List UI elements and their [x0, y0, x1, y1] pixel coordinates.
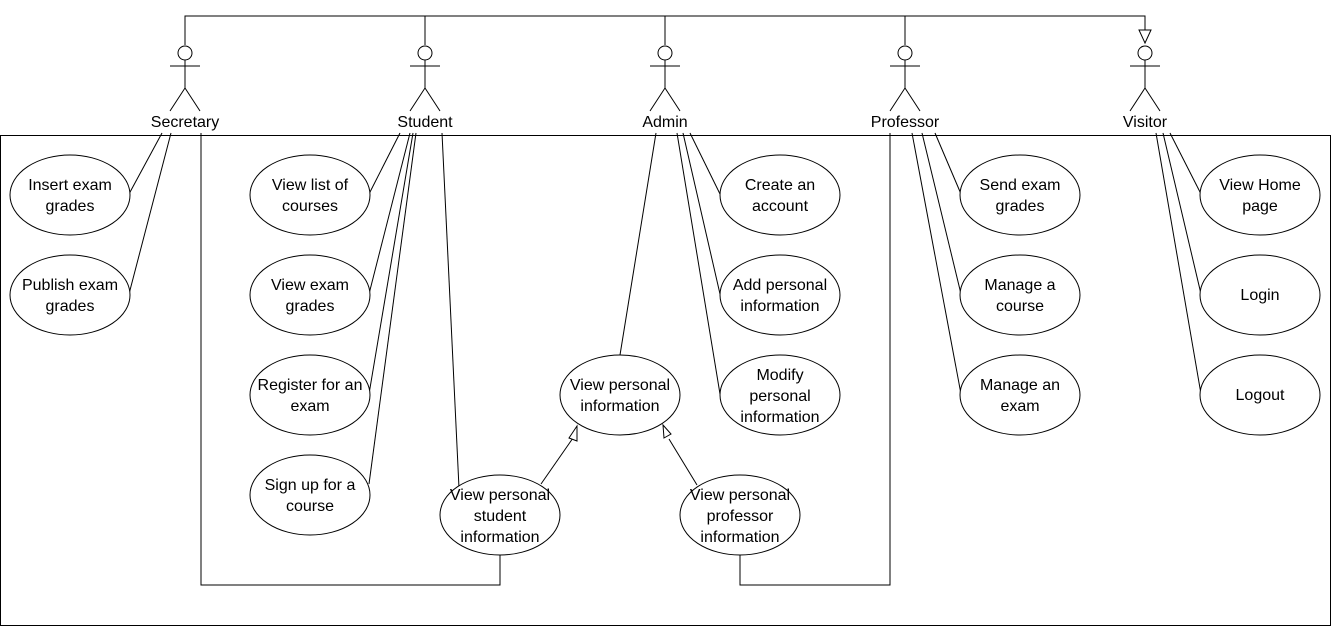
use-case-label: Manage an: [980, 377, 1060, 394]
use-case-label: grades: [46, 298, 95, 315]
use-case-label: View list of: [272, 177, 349, 194]
use-case-manage-an-exam[interactable]: Manage an exam: [959, 354, 1081, 436]
use-case-publish-exam-grades[interactable]: Publish exam grades: [9, 254, 131, 336]
use-case-label: grades: [996, 198, 1045, 215]
association-lines: [128, 132, 1202, 586]
use-case-view-personal-information[interactable]: View personal information: [559, 354, 681, 436]
actor-visitor[interactable]: Visitor: [1123, 45, 1168, 131]
use-case-label: View exam: [271, 277, 349, 294]
use-case-insert-exam-grades[interactable]: Insert exam grades: [9, 154, 131, 236]
use-case-label: Send exam: [980, 177, 1061, 194]
use-case-label: student: [474, 508, 527, 525]
use-case-label: Insert exam: [28, 177, 112, 194]
actor-student[interactable]: Student: [397, 45, 453, 131]
use-case-label: Sign up for a: [265, 477, 356, 494]
use-case-label: View Home: [1219, 177, 1301, 194]
use-case-sign-up-for-a-course[interactable]: Sign up for a course: [249, 454, 371, 536]
stick-figure-icon: [409, 45, 441, 112]
use-case-label: course: [996, 298, 1044, 315]
use-case-label: exam: [290, 398, 329, 415]
use-case-create-an-account[interactable]: Create an account: [719, 154, 841, 236]
use-case-view-exam-grades[interactable]: View exam grades: [249, 254, 371, 336]
use-case-label: Register for an: [258, 377, 363, 394]
actor-label: Professor: [871, 114, 940, 131]
use-case-add-personal-information[interactable]: Add personal information: [719, 254, 841, 336]
visitor-generalization: [184, 15, 1152, 45]
use-case-label: View personal: [450, 487, 550, 504]
use-case-register-for-an-exam[interactable]: Register for an exam: [249, 354, 371, 436]
use-case-login[interactable]: Login: [1199, 254, 1321, 336]
generalization-arrowhead: [568, 424, 578, 442]
actor-label: Student: [397, 114, 453, 131]
use-case-label: account: [752, 198, 809, 215]
generalization-arrowhead: [1138, 29, 1152, 45]
use-case-view-home-page[interactable]: View Home page: [1199, 154, 1321, 236]
use-case-logout[interactable]: Logout: [1199, 354, 1321, 436]
generalization-arrowhead: [662, 423, 672, 439]
use-case-label: Create an: [745, 177, 815, 194]
use-case-label: Publish exam: [22, 277, 118, 294]
use-case-label: Modify: [756, 367, 803, 384]
use-case-view-personal-student-information[interactable]: View personal student information: [439, 474, 561, 556]
stick-figure-icon: [889, 45, 921, 112]
use-case-label: Login: [1240, 287, 1279, 304]
actor-label: Admin: [642, 114, 687, 131]
actor-label: Secretary: [151, 114, 219, 131]
actor-admin[interactable]: Admin: [642, 45, 688, 131]
use-case-label: exam: [1000, 398, 1039, 415]
use-case-label: Logout: [1236, 387, 1285, 404]
use-case-label: information: [740, 409, 819, 426]
actor-professor[interactable]: Professor: [871, 45, 940, 131]
use-case-label: course: [286, 498, 334, 515]
use-case-label: Add personal: [733, 277, 827, 294]
use-case-label: information: [580, 398, 659, 415]
use-case-modify-personal-information[interactable]: Modify personal information: [719, 354, 841, 436]
use-case-view-personal-professor-information[interactable]: View personal professor information: [679, 474, 801, 556]
use-case-label: page: [1242, 198, 1278, 215]
use-case-manage-a-course[interactable]: Manage a course: [959, 254, 1081, 336]
use-case-label: Manage a: [984, 277, 1055, 294]
use-case-label: grades: [286, 298, 335, 315]
use-case-label: professor: [707, 508, 774, 525]
use-case-send-exam-grades[interactable]: Send exam grades: [959, 154, 1081, 236]
actor-secretary[interactable]: Secretary: [151, 45, 219, 131]
use-case-label: courses: [282, 198, 338, 215]
stick-figure-icon: [649, 45, 681, 112]
use-case-label: View personal: [570, 377, 670, 394]
stick-figure-icon: [169, 45, 201, 112]
actor-label: Visitor: [1123, 114, 1168, 131]
stick-figure-icon: [1129, 45, 1161, 112]
use-case-label: personal: [749, 388, 810, 405]
use-case-label: View personal: [690, 487, 790, 504]
use-case-view-list-of-courses[interactable]: View list of courses: [249, 154, 371, 236]
use-case-label: information: [740, 298, 819, 315]
use-case-label: information: [700, 529, 779, 546]
use-case-label: information: [460, 529, 539, 546]
use-case-label: grades: [46, 198, 95, 215]
